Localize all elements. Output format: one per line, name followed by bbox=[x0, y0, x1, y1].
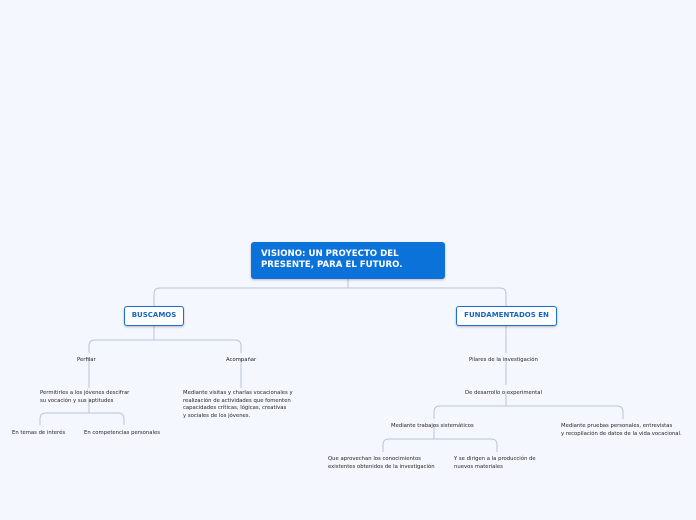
perfilar-topic[interactable]: Perfilar bbox=[77, 350, 96, 365]
temas-interes-label: En temas de interés bbox=[12, 430, 66, 437]
fundamentados-topic[interactable]: FUNDAMENTADOS EN bbox=[456, 306, 557, 326]
pruebas-label: Mediante pruebas personales, entrevistas… bbox=[561, 423, 682, 437]
acompanar-topic[interactable]: Acompañar bbox=[226, 350, 256, 365]
perfilar-detail-topic[interactable]: Permitirles a los jóvenes descifrar su v… bbox=[40, 383, 129, 405]
root-topic[interactable]: VISIONO: UN PROYECTO DEL PRESENTE, PARA … bbox=[251, 242, 445, 279]
conocimientos-topic[interactable]: Que aprovechan los conocimientos existen… bbox=[328, 449, 435, 471]
acompanar-detail-text: Mediante visitas y charlas vocacionales … bbox=[183, 390, 293, 419]
desarrollo-label: De desarrollo o experimental bbox=[465, 390, 542, 397]
perfilar-label: Perfilar bbox=[77, 357, 96, 364]
trabajos-label: Mediante trabajos sistemáticos bbox=[391, 423, 474, 430]
pilares-topic[interactable]: Pilares de la investigación bbox=[469, 350, 538, 365]
root-topic-title: VISIONO: UN PROYECTO DEL PRESENTE, PARA … bbox=[261, 249, 403, 270]
materiales-label: Y se dirigen a la producción de nuevos m… bbox=[454, 456, 536, 470]
temas-interes-topic[interactable]: En temas de interés bbox=[12, 423, 65, 438]
materiales-topic[interactable]: Y se dirigen a la producción de nuevos m… bbox=[454, 449, 536, 471]
buscamos-topic-label: BUSCAMOS bbox=[131, 311, 177, 319]
desarrollo-topic[interactable]: De desarrollo o experimental bbox=[465, 383, 542, 398]
pruebas-topic[interactable]: Mediante pruebas personales, entrevistas… bbox=[561, 416, 682, 438]
trabajos-topic[interactable]: Mediante trabajos sistemáticos bbox=[391, 416, 474, 431]
acompanar-detail-topic[interactable]: Mediante visitas y charlas vocacionales … bbox=[183, 383, 293, 420]
buscamos-topic[interactable]: BUSCAMOS bbox=[124, 306, 184, 326]
competencias-topic[interactable]: En competencias personales bbox=[84, 423, 160, 438]
competencias-label: En competencias personales bbox=[84, 430, 160, 437]
pilares-label: Pilares de la investigación bbox=[469, 357, 538, 364]
perfilar-detail-text: Permitirles a los jóvenes descifrar su v… bbox=[40, 390, 130, 404]
fundamentados-topic-label: FUNDAMENTADOS EN bbox=[464, 311, 549, 319]
conocimientos-label: Que aprovechan los conocimientos existen… bbox=[328, 456, 435, 470]
acompanar-label: Acompañar bbox=[226, 357, 257, 364]
